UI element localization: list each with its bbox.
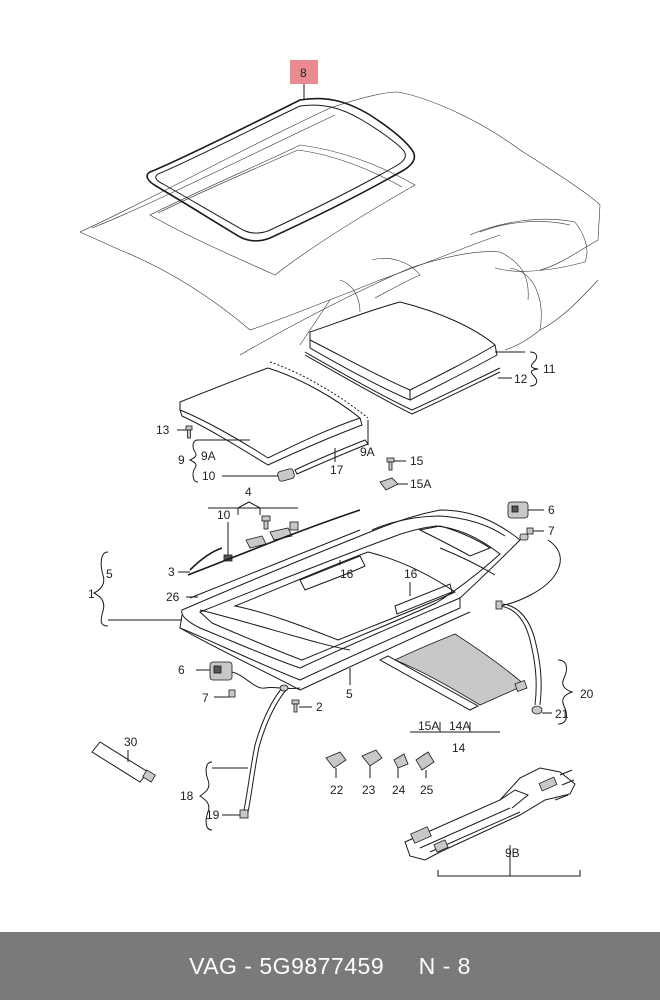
callout-24: 24 xyxy=(392,783,406,797)
part-6-motor-right xyxy=(507,501,544,535)
part-15-screw xyxy=(386,457,406,471)
part-4-fittings xyxy=(223,515,299,562)
callout-15A-upper: 15A xyxy=(410,477,431,491)
footer-page-ref: N - 8 xyxy=(418,952,471,979)
part-20-drain-hose xyxy=(495,600,543,715)
callout-15A-lower: 15A xyxy=(418,719,439,733)
part-30-grease-tube xyxy=(91,741,156,783)
part-24-clip xyxy=(393,753,409,778)
part-2-screw xyxy=(291,699,312,713)
part-10-clip xyxy=(277,468,295,482)
callout-6-right: 6 xyxy=(548,503,555,517)
callout-22: 22 xyxy=(330,783,344,797)
part-9B-mechanism xyxy=(404,767,576,861)
callout-21: 21 xyxy=(555,707,569,721)
callout-5-left: 5 xyxy=(106,567,113,581)
callout-12: 12 xyxy=(514,372,528,386)
part-13-screw xyxy=(177,425,193,439)
callout-18: 18 xyxy=(180,789,194,803)
callout-3: 3 xyxy=(168,565,175,579)
callout-10-lower: 10 xyxy=(217,508,231,522)
part-18-drain-hose xyxy=(239,684,289,819)
callout-16-left: 16 xyxy=(340,567,354,581)
callout-17: 17 xyxy=(330,463,344,477)
callout-14A: 14A xyxy=(449,719,470,733)
part-14-sun-blind xyxy=(378,633,528,711)
callout-5-bottom: 5 xyxy=(346,687,353,701)
callout-23: 23 xyxy=(362,783,376,797)
callout-20: 20 xyxy=(580,687,594,701)
part-23-clip xyxy=(361,749,383,778)
callout-26: 26 xyxy=(166,590,180,604)
footer-brand: VAG xyxy=(189,952,238,979)
footer-part-number: 5G9877459 xyxy=(259,952,385,979)
callout-6-left: 6 xyxy=(178,663,185,677)
footer-gap xyxy=(384,953,418,980)
footer-separator: - xyxy=(237,952,260,979)
callout-7-right: 7 xyxy=(548,524,555,538)
callout-9B: 9B xyxy=(505,846,520,860)
part-9-sliding-panel xyxy=(179,361,369,475)
callout-2: 2 xyxy=(316,700,323,714)
callout-30: 30 xyxy=(124,735,138,749)
callout-8: 8 xyxy=(300,66,307,80)
callout-9A-right: 9A xyxy=(360,445,375,459)
callout-9A-left: 9A xyxy=(201,449,216,463)
part-22-clip xyxy=(325,751,347,778)
callout-25: 25 xyxy=(420,783,434,797)
callout-4: 4 xyxy=(245,485,252,499)
parts-diagram: 8 11 12 9A 17 13 9 9A 10 xyxy=(79,60,601,877)
part-11-glass-panel xyxy=(304,301,501,415)
part-15A-clip-upper xyxy=(379,477,408,491)
highlight-box xyxy=(290,60,318,84)
callout-15: 15 xyxy=(410,454,424,468)
callout-16-right: 16 xyxy=(404,567,418,581)
callout-7-left: 7 xyxy=(202,691,209,705)
callout-13: 13 xyxy=(156,423,170,437)
callout-19: 19 xyxy=(206,808,220,822)
footer-bar: VAG - 5G9877459 N - 8 xyxy=(0,932,660,1000)
callout-8-highlight: 8 xyxy=(290,60,318,100)
callout-1: 1 xyxy=(88,587,95,601)
callout-11: 11 xyxy=(543,362,556,376)
exploded-view-drawing: 8 11 12 9A 17 13 9 9A 10 xyxy=(79,60,601,877)
part-3-26-seals xyxy=(187,509,361,651)
callout-14: 14 xyxy=(452,741,466,755)
part-25-clip xyxy=(415,751,435,778)
callout-10-upper: 10 xyxy=(202,469,216,483)
car-roof-outline xyxy=(79,91,601,356)
callout-9: 9 xyxy=(178,453,185,467)
part-8-seal xyxy=(146,97,416,242)
